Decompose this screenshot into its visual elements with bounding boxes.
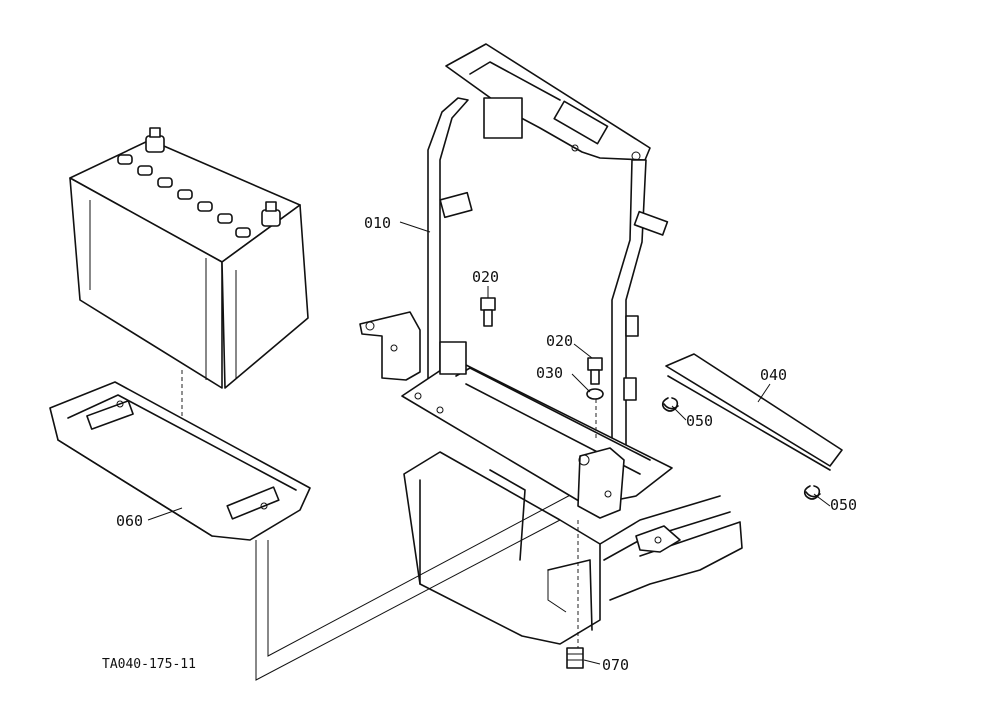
label-020-lower: 020 bbox=[546, 332, 573, 350]
leader-060 bbox=[147, 507, 183, 521]
bolt-020-lower bbox=[587, 357, 603, 385]
machine-body bbox=[403, 451, 743, 645]
washer-030 bbox=[586, 388, 604, 400]
nut-070 bbox=[566, 647, 584, 669]
bolt-020-upper bbox=[480, 297, 496, 327]
label-050-lower: 050 bbox=[830, 496, 857, 514]
cover-bar-040 bbox=[665, 353, 843, 471]
figure-code: TA040-175-11 bbox=[102, 657, 196, 672]
battery bbox=[69, 127, 309, 389]
label-060: 060 bbox=[116, 512, 143, 530]
label-020-upper: 020 bbox=[472, 268, 499, 286]
battery-terminal-positive bbox=[261, 201, 281, 227]
label-050-upper: 050 bbox=[686, 412, 713, 430]
leader-020-lower bbox=[573, 343, 593, 359]
label-010: 010 bbox=[364, 214, 391, 232]
battery-cell-caps bbox=[117, 154, 251, 238]
label-070: 070 bbox=[602, 656, 629, 674]
leader-030 bbox=[571, 373, 591, 393]
clip-050-lower bbox=[803, 485, 821, 500]
clip-050-upper bbox=[661, 397, 679, 412]
label-030: 030 bbox=[536, 364, 563, 382]
label-040: 040 bbox=[760, 366, 787, 384]
leader-010 bbox=[399, 221, 431, 233]
leader-070 bbox=[583, 659, 601, 665]
leader-050-upper bbox=[671, 405, 687, 421]
battery-frame-010 bbox=[359, 43, 673, 519]
leader-040 bbox=[757, 383, 771, 403]
battery-tray-060 bbox=[49, 381, 311, 541]
battery-terminal-negative bbox=[145, 127, 165, 153]
leader-050-lower bbox=[813, 493, 831, 507]
